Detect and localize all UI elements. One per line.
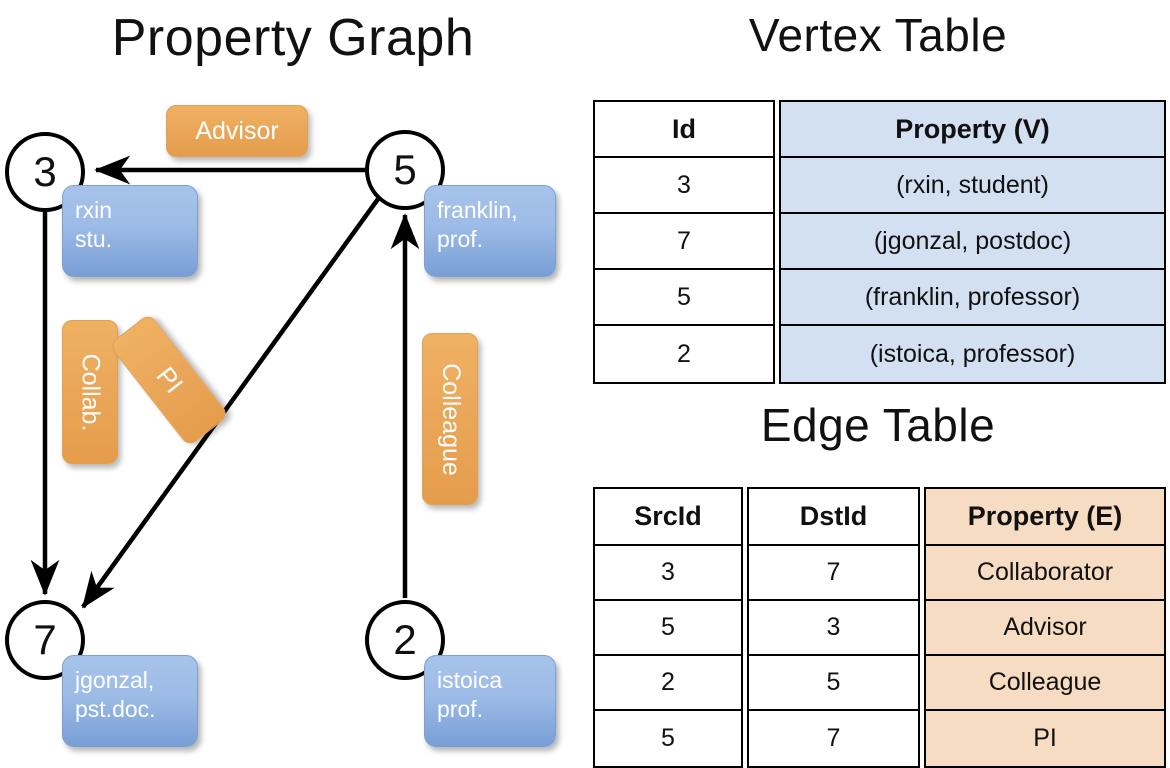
table-row: 7 [749, 546, 918, 601]
page-title-edge-table: Edge Table [760, 399, 996, 451]
page-title-vertex-table: Vertex Table [748, 9, 1008, 61]
edge-table-header-srcid: SrcId [595, 489, 741, 546]
vertex-property-line1: rxin [75, 197, 113, 223]
edge-table-column-dstid: DstId 7 3 5 7 [747, 487, 920, 768]
edge-table-header-dstid: DstId [749, 489, 918, 546]
property-graph-diagram: 3 5 7 2 rxin stu. franklin, prof. jgonza… [0, 0, 586, 760]
vertex-table-column-id: Id 3 7 5 2 [593, 100, 775, 384]
graph-edge-arrows [30, 155, 420, 609]
vertex-property-line2: stu. [75, 226, 113, 253]
vertex-property-line1: istoica [437, 667, 503, 693]
graph-node-2[interactable]: 2 [365, 600, 445, 680]
table-row: 3 [749, 601, 918, 656]
vertex-property-line2: pst.doc. [75, 696, 156, 723]
edge-table: SrcId 3 5 2 5 DstId 7 3 5 7 Property (E)… [593, 487, 1166, 768]
table-row: 3 [595, 546, 741, 601]
table-row: 5 [595, 270, 773, 326]
edge-table-column-property: Property (E) Collaborator Advisor Collea… [924, 487, 1166, 768]
edge-label-advisor-text: Advisor [195, 116, 279, 145]
page-title-property-graph: Property Graph [111, 9, 475, 67]
table-row: Collaborator [926, 546, 1164, 601]
edge-label-colleague-text: Colleague [436, 362, 465, 476]
graph-node-5[interactable]: 5 [365, 130, 445, 210]
edge-label-collab-text: Collab. [76, 353, 105, 431]
vertex-property-box-3[interactable]: rxin stu. [62, 185, 198, 277]
table-row: (rxin, student) [781, 158, 1164, 214]
vertex-property-box-5[interactable]: franklin, prof. [424, 185, 556, 277]
table-row: (franklin, professor) [781, 270, 1164, 326]
edge-table-column-srcid: SrcId 3 5 2 5 [593, 487, 743, 768]
vertex-table: Id 3 7 5 2 Property (V) (rxin, student) … [593, 100, 1166, 384]
edge-arrow-pi [81, 197, 380, 609]
table-row: Advisor [926, 601, 1164, 656]
table-row: (jgonzal, postdoc) [781, 214, 1164, 270]
vertex-table-header-property: Property (V) [781, 102, 1164, 158]
vertex-property-line1: franklin, [437, 197, 518, 223]
table-row: 5 [749, 656, 918, 711]
table-row: 2 [677, 339, 691, 368]
edge-label-pi-text: PI [150, 360, 189, 399]
vertex-property-box-7[interactable]: jgonzal, pst.doc. [62, 655, 198, 747]
vertex-table-column-property: Property (V) (rxin, student) (jgonzal, p… [779, 100, 1166, 384]
table-row: Colleague [926, 656, 1164, 711]
edge-label-collab[interactable]: Collab. [62, 320, 118, 464]
edge-label-colleague[interactable]: Colleague [422, 333, 478, 505]
vertex-property-line2: prof. [437, 226, 484, 253]
vertex-property-line2: prof. [437, 696, 484, 723]
table-row: 7 [595, 214, 773, 270]
edge-table-header-property: Property (E) [926, 489, 1164, 546]
table-row: 5 [661, 724, 675, 752]
table-row: 3 [595, 158, 773, 214]
vertex-property-line1: jgonzal, [75, 667, 155, 693]
vertex-property-box-2[interactable]: istoica prof. [424, 655, 556, 747]
table-row: 7 [826, 724, 841, 752]
table-row: 2 [595, 656, 741, 711]
table-row: (istoica, professor) [781, 326, 1164, 382]
vertex-table-header-id: Id [595, 102, 773, 158]
table-row: 5 [595, 601, 741, 656]
edge-label-advisor[interactable]: Advisor [166, 105, 308, 157]
table-row: PI [926, 711, 1164, 766]
